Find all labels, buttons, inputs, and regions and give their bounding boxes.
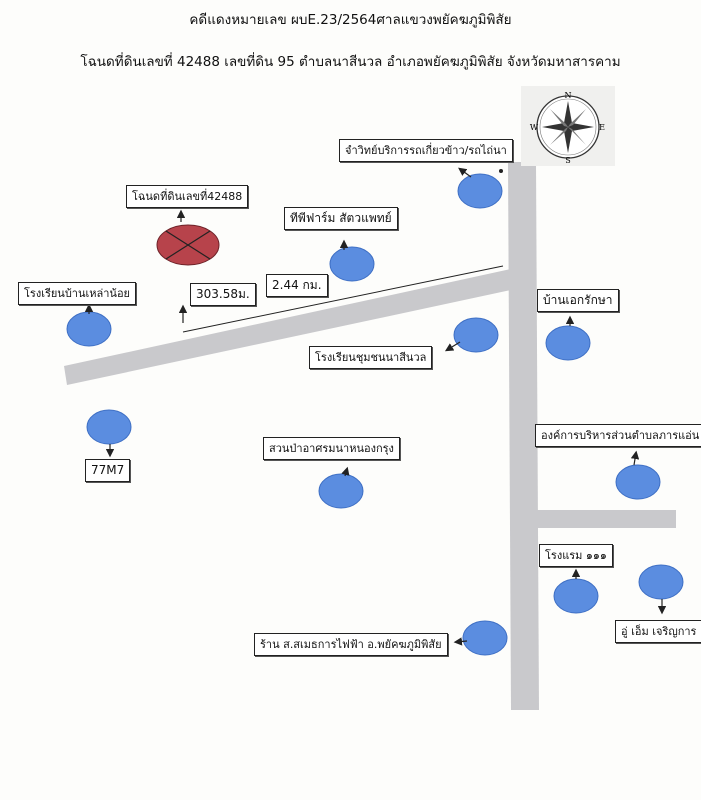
compass-rose: N S W E — [521, 86, 615, 166]
distance-line — [182, 265, 504, 333]
shop77-marker[interactable] — [86, 409, 132, 445]
side-road-diagonal — [64, 269, 511, 385]
hotel-marker[interactable] — [553, 578, 599, 614]
compass-n: N — [565, 91, 572, 100]
side-road-east — [536, 510, 676, 528]
garage-marker[interactable] — [638, 564, 684, 600]
main-road-vertical — [508, 162, 539, 710]
compass-s: S — [565, 156, 570, 165]
label-village: บ้านเอกรักษา — [537, 289, 619, 312]
deed-description-title: โฉนดที่ดินเลขที่ 42488 เลขที่ดิน 95 ตำบล… — [80, 54, 621, 70]
label-shop77: 77M7 — [85, 459, 131, 482]
compass-e: E — [599, 123, 605, 132]
compass-w: W — [530, 123, 539, 132]
label-school-community: โรงเรียนชุมชนนาสีนวล — [309, 346, 433, 369]
case-number-title: คดีแดงหมายเลข ผบE.23/2564ศาลแขวงพยัคฆภูม… — [189, 12, 512, 28]
school-community-marker[interactable] — [453, 317, 499, 353]
harvester-marker[interactable] — [457, 173, 503, 209]
clinic-marker[interactable] — [329, 246, 375, 282]
label-park: สวนป่าอาศรมนาหนองกรุง — [263, 437, 400, 460]
village-marker[interactable] — [545, 325, 591, 361]
label-tao: องค์การบริหารส่วนตำบลภารแอ่น — [535, 424, 701, 447]
label-school-left: โรงเรียนบ้านเหล่าน้อย — [18, 282, 136, 305]
label-clinic: ทีพีฟาร์ม สัตวแพทย์ — [284, 207, 398, 230]
label-deed: โฉนดที่ดินเลขที่42488 — [126, 185, 249, 208]
school-left-marker[interactable] — [66, 311, 112, 347]
label-distance-244: 2.44 กม. — [266, 274, 328, 297]
tao-marker[interactable] — [615, 464, 661, 500]
label-garage: อู่ เอ็ม เจริญการ — [615, 620, 701, 643]
target-parcel-marker[interactable] — [156, 224, 220, 266]
park-marker[interactable] — [318, 473, 364, 509]
compass-icon: N S W E — [530, 91, 605, 165]
label-electric-shop: ร้าน ส.สเมธการไฟฟ้า อ.พยัคฆภูมิพิสัย — [254, 633, 448, 656]
label-hotel: โรงแรม ๑๑๑ — [539, 544, 613, 567]
electric-shop-marker[interactable] — [462, 620, 508, 656]
label-harvester: จำวิทย์บริการรถเกี่ยวข้าว/รถไถ่นา — [339, 139, 513, 162]
label-distance-303: 303.58ม. — [190, 283, 256, 306]
